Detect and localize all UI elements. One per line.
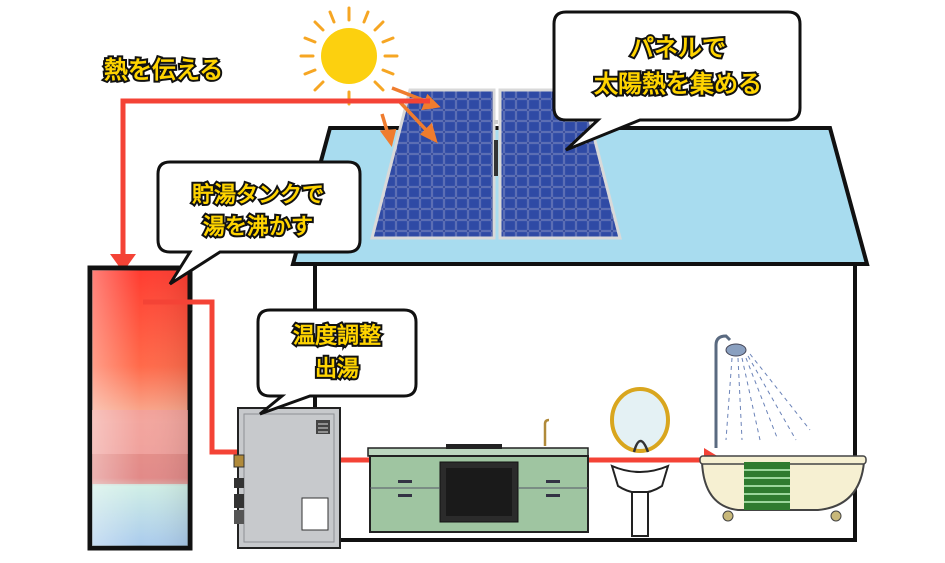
shower-spray <box>725 353 811 441</box>
label-panel-line2: 太陽熱を集める <box>594 70 762 98</box>
bathtub <box>699 334 867 522</box>
heat-transfer-arrow <box>110 98 430 272</box>
sun-icon <box>299 6 399 106</box>
bubble-control <box>256 308 418 416</box>
washbasin <box>610 387 670 537</box>
solar-panel-left <box>370 88 496 240</box>
label-tank-line2: 湯を沸かす <box>203 215 313 240</box>
bubble-tank <box>156 160 362 286</box>
label-panel-line1: パネルで <box>630 34 726 62</box>
label-heat-transfer: 熱を伝える <box>104 56 223 84</box>
storage-tank <box>87 265 193 551</box>
label-control-line1: 温度調整 <box>293 323 381 349</box>
label-control-line2: 出湯 <box>315 357 359 382</box>
temperature-control-unit <box>233 407 341 549</box>
kitchen-counter <box>367 418 589 533</box>
label-tank-line1: 貯湯タンクで <box>192 182 324 208</box>
bubble-panel <box>552 10 802 152</box>
